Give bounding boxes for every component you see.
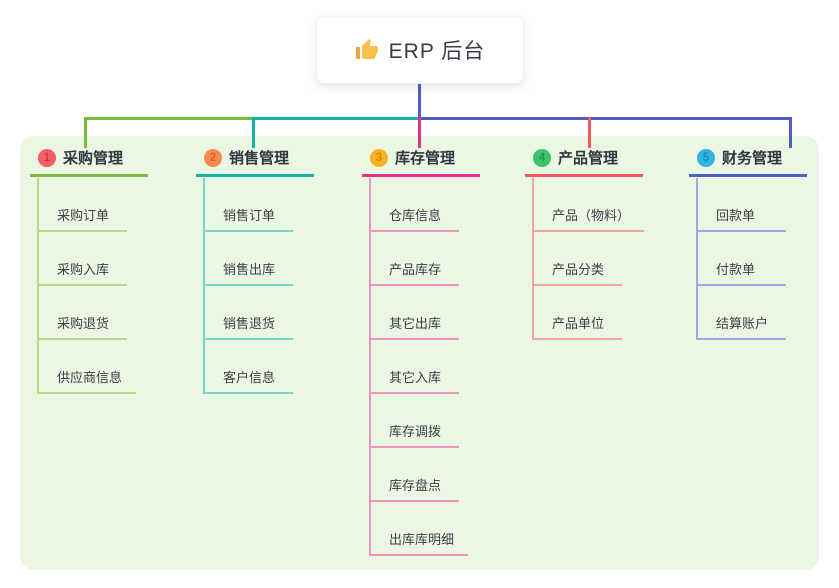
branch-label: 采购管理 [63,150,124,167]
branch-header-2[interactable]: 2 销售管理 [196,147,314,177]
branch-header-4[interactable]: 4 产品管理 [525,147,643,177]
connector-line [252,117,255,148]
branch-header-3[interactable]: 3 库存管理 [362,147,480,177]
child-node[interactable]: 仓库信息 [371,205,459,232]
child-node[interactable]: 结算账户 [698,313,786,340]
child-node[interactable]: 供应商信息 [39,367,137,394]
thumbs-up-icon [355,38,379,62]
connector-line [418,84,421,118]
connector-line [252,117,421,120]
root-node[interactable]: ERP 后台 [316,16,524,84]
priority-badge-icon: 1 [38,148,56,167]
background-panel [20,136,819,570]
connector-line [418,117,421,148]
connector-line [418,117,792,120]
branch-children: 回款单付款单结算账户 [696,178,786,340]
priority-badge-icon: 4 [533,148,551,167]
connector-line [588,117,591,148]
priority-badge-icon: 3 [370,148,388,167]
child-node[interactable]: 采购订单 [39,205,127,232]
connector-line [84,117,87,148]
branch-children: 采购订单采购入库采购退货供应商信息 [37,178,137,394]
branch-children: 仓库信息产品库存其它出库其它入库库存调拨库存盘点出库库明细 [369,178,469,556]
branch-children: 销售订单销售出库销售退货客户信息 [203,178,293,394]
child-node[interactable]: 出库库明细 [371,529,469,556]
child-node[interactable]: 采购入库 [39,259,127,286]
branch-label: 销售管理 [229,150,290,167]
child-node[interactable]: 其它入库 [371,367,459,394]
branch-children: 产品（物料） 产品分类产品单位 [532,178,645,340]
priority-badge-icon: 2 [204,148,222,167]
child-node[interactable]: 销售订单 [205,205,293,232]
root-title: ERP 后台 [388,40,486,63]
branch-header-5[interactable]: 5 财务管理 [689,147,807,177]
child-node[interactable]: 产品库存 [371,259,459,286]
branch-label: 产品管理 [558,150,619,167]
child-node[interactable]: 产品（物料） [534,205,645,232]
child-node[interactable]: 销售出库 [205,259,293,286]
child-node[interactable]: 产品单位 [534,313,622,340]
branch-header-1[interactable]: 1 采购管理 [30,147,148,177]
connector-line [84,117,255,120]
connector-line [789,117,792,148]
branch-label: 库存管理 [395,150,456,167]
child-node[interactable]: 库存盘点 [371,475,459,502]
child-node[interactable]: 采购退货 [39,313,127,340]
child-node[interactable]: 库存调拨 [371,421,459,448]
child-node[interactable]: 其它出库 [371,313,459,340]
child-node[interactable]: 销售退货 [205,313,293,340]
branch-label: 财务管理 [722,150,783,167]
child-node[interactable]: 产品分类 [534,259,622,286]
child-node[interactable]: 客户信息 [205,367,293,394]
priority-badge-icon: 5 [697,148,715,167]
child-node[interactable]: 付款单 [698,259,786,286]
child-node[interactable]: 回款单 [698,205,786,232]
